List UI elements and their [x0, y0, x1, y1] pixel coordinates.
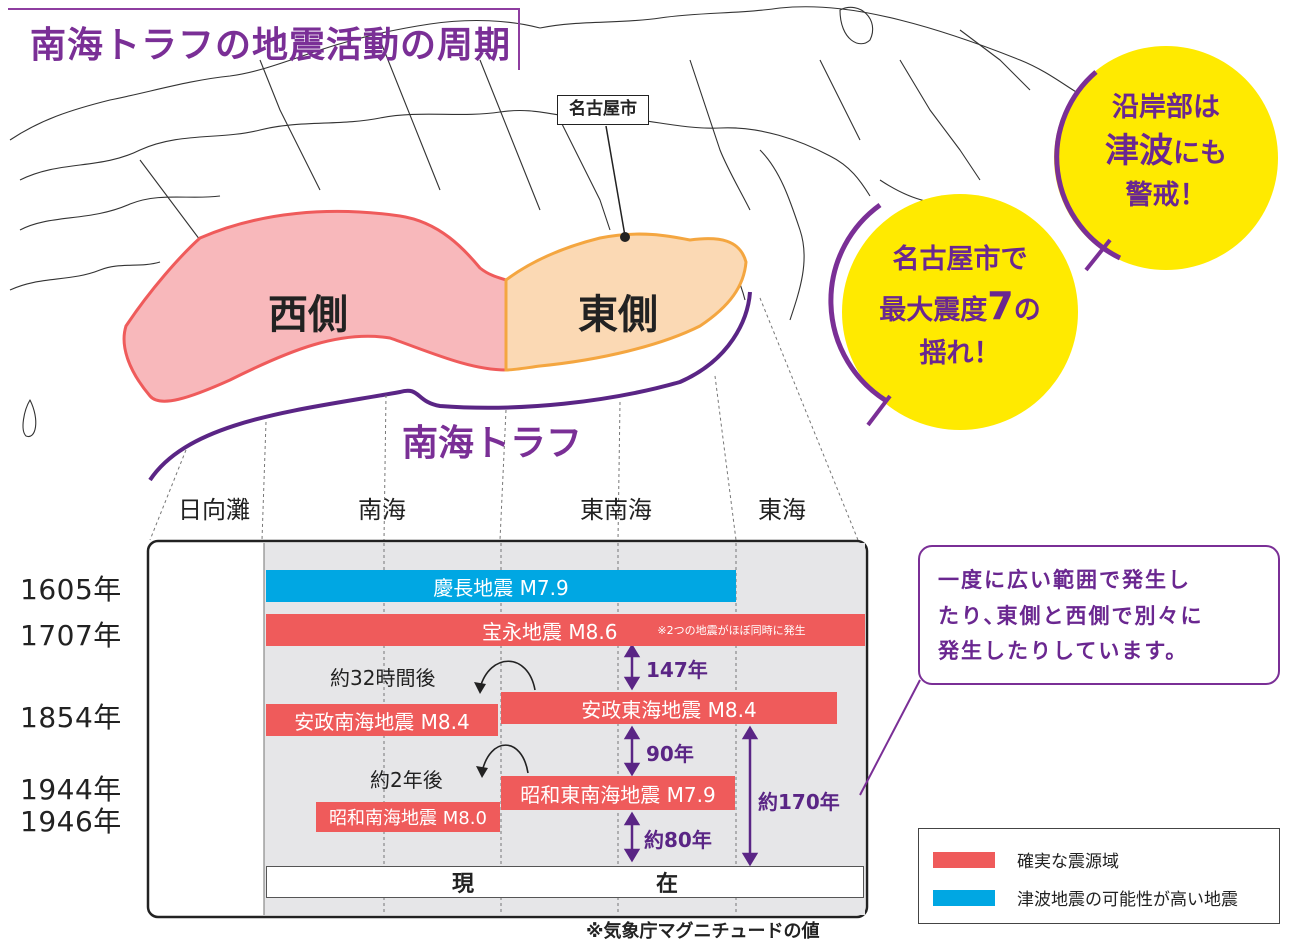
- interval-170: 約170年: [758, 790, 840, 814]
- bar-ansei-nankai-label: 安政南海地震 M8.4: [294, 709, 470, 734]
- title-frame: [8, 8, 520, 70]
- segment-tokai: 東海: [758, 496, 806, 524]
- after-2-years: 約2年後: [370, 768, 443, 792]
- east-source-zone: [504, 232, 748, 372]
- bar-showa-nankai: 昭和南海地震 M8.0: [316, 802, 500, 832]
- year-1707: 1707年: [20, 619, 122, 652]
- hoei-note: ※2つの地震がほぼ同時に発生: [657, 624, 806, 637]
- nagoya-callout-text: 名古屋市で 最大震度7の 揺れ！: [850, 240, 1070, 373]
- legend-swatch-blue: [933, 889, 995, 906]
- nagoya-city-label: 名古屋市: [557, 95, 649, 125]
- bar-showa-tonankai-label: 昭和東南海地震 M7.9: [520, 782, 716, 807]
- year-1605: 1605年: [20, 573, 122, 606]
- east-side-label: 東側: [578, 292, 658, 338]
- present-bar: 現 在: [266, 866, 864, 898]
- page-title: 南海トラフの地震活動の周期: [30, 25, 512, 66]
- bar-hoei-label: 宝永地震 M8.6: [482, 619, 618, 644]
- tsunami-highlight: 津波: [1105, 131, 1173, 172]
- legend: 確実な震源域 津波地震の可能性が高い地震: [918, 828, 1280, 924]
- interval-90: 90年: [646, 742, 694, 766]
- nagoya-callout-line2: 最大震度7の: [879, 284, 1041, 329]
- bar-keicho-label: 慶長地震 M7.9: [433, 575, 569, 600]
- year-1854: 1854年: [20, 701, 122, 734]
- info-line1: 一度に広い範囲で発生し: [938, 568, 1191, 592]
- bar-ansei-tokai: 安政東海地震 M8.4: [501, 692, 837, 724]
- coast-callout-line1: 沿岸部は: [1112, 92, 1220, 123]
- interval-147: 147年: [646, 658, 708, 682]
- legend-swatch-red: [933, 851, 995, 868]
- interval-80: 約80年: [644, 828, 712, 852]
- info-line2: たり､東側と西側で別々に: [938, 603, 1204, 628]
- nagoya-intensity-number: 7: [987, 284, 1014, 329]
- bar-hoei: 宝永地震 M8.6 ※2つの地震がほぼ同時に発生: [266, 614, 865, 646]
- legend-row-tsunami: 津波地震の可能性が高い地震: [933, 885, 1238, 910]
- west-side-label: 西側: [268, 292, 348, 338]
- year-1946: 1946年: [20, 805, 122, 838]
- nagoya-callout-bubble: [842, 194, 1078, 430]
- bar-ansei-nankai: 安政南海地震 M8.4: [266, 704, 498, 736]
- nankai-trough-label: 南海トラフ: [402, 423, 583, 464]
- bar-keicho: 慶長地震 M7.9: [266, 570, 736, 602]
- coast-callout-line2: 津波にも: [1105, 131, 1227, 172]
- trough-curve: [148, 291, 752, 482]
- nagoya-callout-line3: 揺れ！: [919, 338, 1001, 370]
- segment-tonankai: 東南海: [580, 496, 652, 524]
- after-32-hours: 約32時間後: [330, 666, 436, 690]
- coast-callout-line3: 警戒！: [1125, 180, 1207, 212]
- west-source-zone: [122, 209, 508, 403]
- info-box: 一度に広い範囲で発生し たり､東側と西側で別々に 発生したりしています。: [918, 545, 1280, 685]
- nagoya-callout-line1: 名古屋市で: [892, 244, 1028, 275]
- year-1944: 1944年: [20, 773, 122, 806]
- info-line3: 発生したりしています。: [938, 639, 1189, 664]
- segment-nankai: 南海: [358, 496, 406, 524]
- nagoya-dot: [620, 232, 630, 242]
- legend-label-certain: 確実な震源域: [1017, 852, 1119, 872]
- legend-row-certain: 確実な震源域: [933, 847, 1119, 872]
- coast-callout-bubble: [1054, 46, 1278, 270]
- coast-callout-text: 沿岸部は 津波にも 警戒！: [1076, 88, 1256, 216]
- bar-showa-nankai-label: 昭和南海地震 M8.0: [329, 808, 487, 829]
- bar-showa-tonankai: 昭和東南海地震 M7.9: [501, 776, 735, 810]
- footnote: ※気象庁マグニチュードの値: [586, 921, 820, 942]
- legend-label-tsunami: 津波地震の可能性が高い地震: [1017, 890, 1238, 910]
- segment-hyuganada: 日向灘: [178, 496, 250, 524]
- bar-ansei-tokai-label: 安政東海地震 M8.4: [581, 697, 757, 722]
